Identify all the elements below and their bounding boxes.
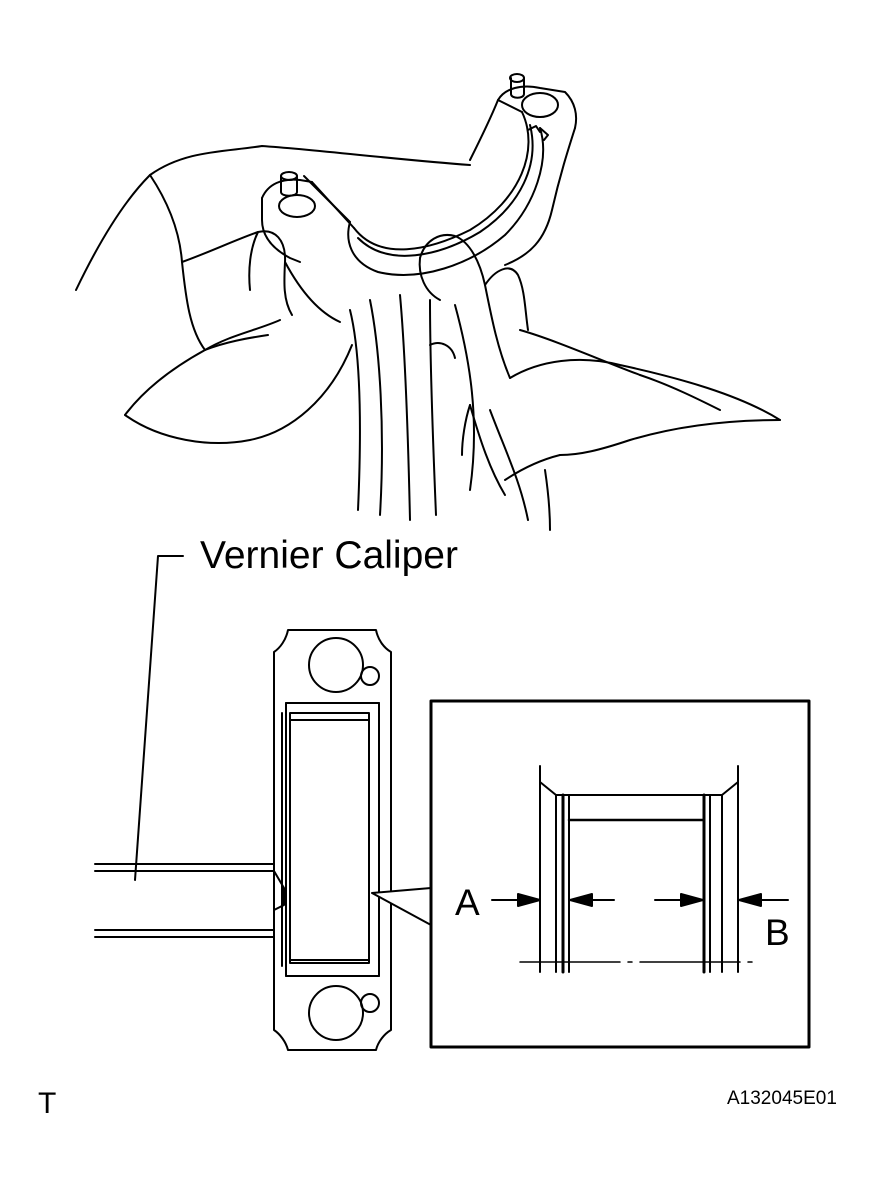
dimension-arrows (491, 893, 789, 907)
dimension-a-label: A (455, 882, 480, 923)
dimension-b-label: B (765, 912, 790, 953)
zoomed-detail-frame (429, 699, 811, 1049)
vernier-caliper-jaws (94, 863, 285, 938)
vernier-caliper-label: Vernier Caliper (200, 534, 458, 577)
corner-mark: T (38, 1087, 57, 1120)
hands-holding-bearing-cap-illustration (75, 73, 781, 531)
bearing-cap-top-view (273, 629, 392, 1051)
zoom-pointer (371, 887, 432, 926)
figure-id: A132045E01 (727, 1088, 837, 1109)
callout-leader-line (134, 555, 184, 881)
